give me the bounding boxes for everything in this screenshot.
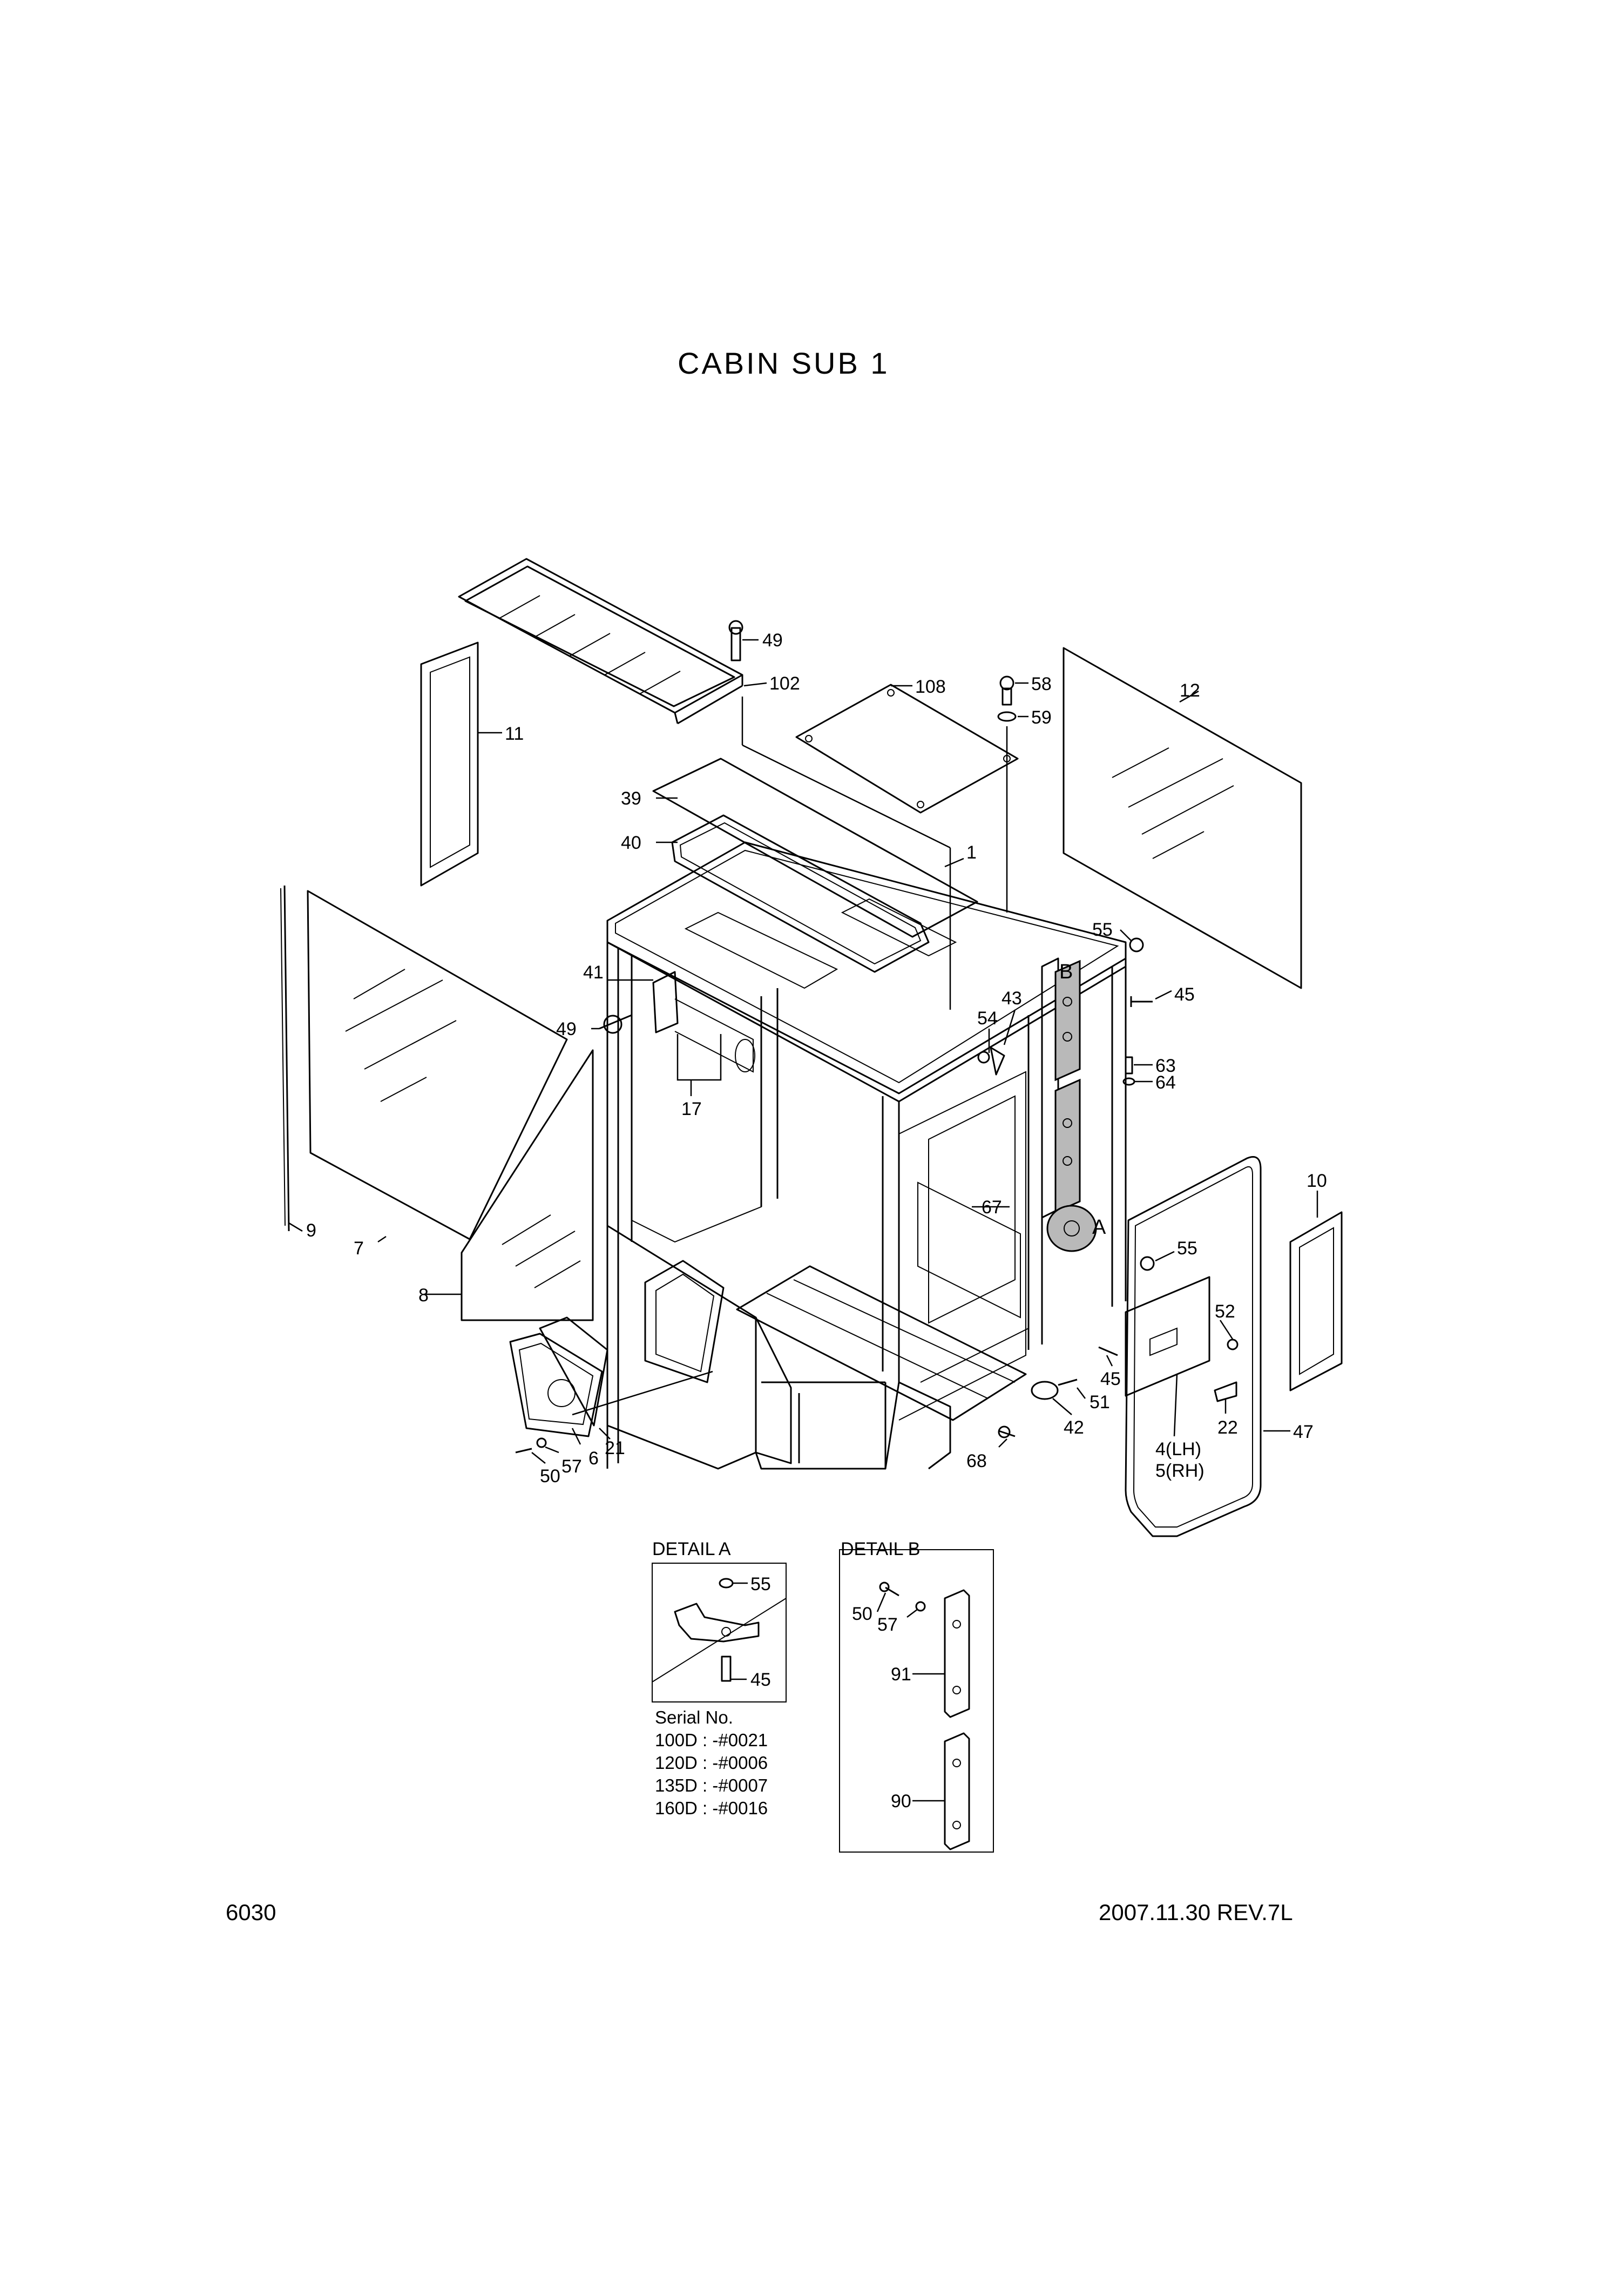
callout: 6 bbox=[588, 1448, 599, 1469]
callout: 17 bbox=[681, 1099, 702, 1119]
page-title: CABIN SUB 1 bbox=[678, 346, 890, 380]
callout: 45 bbox=[1100, 1369, 1121, 1389]
callout: 102 bbox=[769, 673, 800, 694]
cabin-frame bbox=[606, 841, 1210, 1470]
callout: 45 bbox=[750, 1670, 771, 1690]
callout: 11 bbox=[505, 724, 524, 744]
callout: 49 bbox=[762, 630, 783, 651]
callout: 54 bbox=[977, 1008, 998, 1029]
serial-line: 160D : -#0016 bbox=[655, 1798, 768, 1818]
detail-b-frame bbox=[839, 1549, 994, 1853]
callout: 63 bbox=[1155, 1056, 1176, 1076]
callout: 64 bbox=[1155, 1072, 1176, 1093]
rear-glass-12 bbox=[1063, 647, 1302, 989]
callout: 55 bbox=[1092, 920, 1113, 940]
hatch-plates-6-21 bbox=[509, 1316, 608, 1437]
serial-number-list: Serial No. 100D : -#0021 120D : -#0006 1… bbox=[655, 1706, 768, 1820]
callout: 52 bbox=[1215, 1301, 1235, 1322]
serial-line: 100D : -#0021 bbox=[655, 1730, 768, 1750]
callout: 4(LH) bbox=[1155, 1439, 1201, 1460]
callout-labels: 49 102 108 58 59 12 11 39 40 1 55 B 45 4… bbox=[306, 630, 1327, 1487]
callout: 57 bbox=[561, 1456, 582, 1477]
revision-date: 2007.11.30 REV.7L bbox=[1099, 1900, 1293, 1925]
hardware-parts bbox=[515, 620, 1239, 1454]
callout: 59 bbox=[1031, 707, 1052, 728]
callout: 10 bbox=[1307, 1171, 1327, 1191]
callout: 45 bbox=[1174, 984, 1195, 1005]
callout: 50 bbox=[852, 1604, 872, 1624]
callout: 5(RH) bbox=[1155, 1461, 1205, 1481]
left-glass-7 bbox=[307, 890, 568, 1240]
roof-cover-plate-108 bbox=[795, 684, 1019, 814]
callout: 21 bbox=[605, 1438, 625, 1458]
callout: 55 bbox=[750, 1574, 771, 1594]
callout: 7 bbox=[354, 1238, 364, 1259]
callout: 68 bbox=[966, 1451, 987, 1471]
right-glass-10 bbox=[1289, 1211, 1343, 1391]
callout: 8 bbox=[418, 1285, 429, 1306]
callout: 43 bbox=[1002, 988, 1022, 1009]
side-window-11 bbox=[420, 641, 479, 887]
leader-lines bbox=[288, 639, 1318, 1464]
callout: 55 bbox=[1177, 1238, 1197, 1259]
detail-a-frame bbox=[652, 1563, 787, 1702]
callout: 108 bbox=[915, 677, 946, 697]
callout: 50 bbox=[540, 1466, 560, 1487]
detail-a: DETAIL A 55 45 bbox=[652, 1539, 787, 1702]
page-number: 6030 bbox=[226, 1900, 276, 1925]
callout: 41 bbox=[583, 962, 604, 983]
detail-a-title: DETAIL A bbox=[652, 1539, 731, 1559]
callout: 49 bbox=[556, 1019, 577, 1039]
callout: A bbox=[1092, 1216, 1106, 1239]
callout: B bbox=[1059, 961, 1073, 983]
roof-seal-39-40 bbox=[652, 758, 978, 973]
detail-b: DETAIL B 50 57 91 90 bbox=[839, 1539, 994, 1853]
callout: 47 bbox=[1293, 1422, 1314, 1442]
left-strip-9 bbox=[280, 885, 290, 1232]
roof-visor-frame bbox=[458, 558, 743, 725]
callout: 67 bbox=[982, 1197, 1002, 1218]
callout: 22 bbox=[1217, 1417, 1238, 1438]
door-seal-47 bbox=[1125, 1156, 1262, 1537]
serial-line: 120D : -#0006 bbox=[655, 1753, 768, 1773]
callout: 91 bbox=[891, 1664, 911, 1685]
callout: 51 bbox=[1090, 1392, 1110, 1413]
callout: 90 bbox=[891, 1791, 911, 1812]
callout: 12 bbox=[1180, 680, 1200, 701]
callout: 57 bbox=[877, 1614, 898, 1635]
serial-line: 135D : -#0007 bbox=[655, 1775, 768, 1795]
callout: 40 bbox=[621, 833, 641, 853]
callout: 39 bbox=[621, 788, 641, 809]
callout: 1 bbox=[966, 842, 977, 863]
lower-glass-8 bbox=[461, 1049, 594, 1321]
callout: 58 bbox=[1031, 674, 1052, 694]
callout: 9 bbox=[306, 1220, 316, 1241]
serial-heading: Serial No. bbox=[655, 1707, 733, 1727]
callout: 42 bbox=[1064, 1417, 1084, 1438]
